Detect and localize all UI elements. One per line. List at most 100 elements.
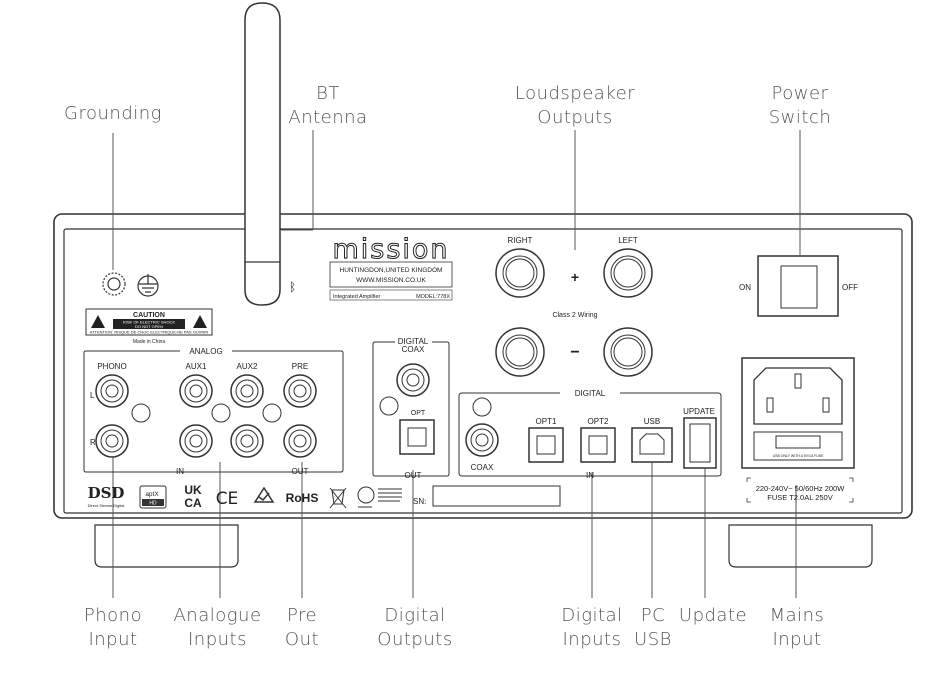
- opt1-label: OPT1: [536, 417, 557, 426]
- etl-icon: [357, 486, 402, 508]
- foot-left: [94, 524, 239, 568]
- coax-out-jack-pin: [406, 373, 420, 387]
- coax-in-jack-pin: [475, 433, 489, 447]
- dsd-sub: Direct Stream Digital: [88, 503, 125, 508]
- address-line1: HUNTINGDON,UNITED KINGDOM: [340, 267, 443, 274]
- digital-out-label: OUT: [405, 471, 422, 480]
- made-in-text: Made in China: [133, 339, 165, 345]
- bluetooth-icon: ᛒ: [289, 280, 296, 294]
- grounding-terminal: [102, 272, 159, 297]
- pre-l-jack-pin: [293, 384, 307, 398]
- caution-line2: DO NOT OPEN: [135, 324, 163, 329]
- left-label: LEFT: [618, 236, 638, 245]
- phono-l-jack-pin: [105, 384, 119, 398]
- analog-section: [83, 350, 344, 473]
- caution-fr: ATTENTION: RISQUE DE CHOC ELECTRIQUE-NE …: [90, 330, 209, 335]
- weee-bin-icon: [329, 487, 347, 509]
- phono-ground-post: [131, 403, 151, 423]
- foot-right: [728, 524, 873, 568]
- aux2-l-jack-pin: [240, 384, 254, 398]
- out-label: OUT: [292, 467, 309, 476]
- ce-mark: CE: [216, 489, 239, 509]
- aux1-r-jack-pin: [189, 434, 203, 448]
- opt2-label: OPT2: [588, 417, 609, 426]
- power-switch: [757, 255, 839, 317]
- caution-line1: RISK OF ELECTRIC SHOCK: [123, 320, 176, 325]
- callout-grounding: Grounding: [64, 103, 162, 124]
- ukca-bottom: CA: [184, 496, 202, 510]
- coax-out-post: [379, 396, 399, 416]
- digital-coax-label-1: DIGITAL: [398, 337, 429, 346]
- digital-in-section: [458, 392, 722, 477]
- opt-out-label: OPT: [411, 410, 426, 417]
- chassis-inner: [63, 228, 903, 514]
- plus-sign: +: [571, 269, 579, 285]
- aptx-sub: HD: [149, 501, 157, 507]
- rohs-logo: RoHS: [286, 491, 319, 505]
- phono-r-jack-pin: [105, 434, 119, 448]
- product-text: Integrated Amplifier: [333, 294, 381, 300]
- brand-block: mission HUNTINGDON,UNITED KINGDOM WWW.MI…: [329, 234, 453, 301]
- channel-r-label: R: [90, 438, 96, 447]
- analog-label: ANALOG: [189, 347, 222, 356]
- digital-coax-label-2: COAX: [402, 345, 425, 354]
- minus-sign: −: [570, 344, 579, 361]
- phono-label: PHONO: [97, 362, 126, 371]
- right-label: RIGHT: [508, 236, 533, 245]
- channel-l-label: L: [90, 391, 95, 400]
- digital-in-ports: [528, 417, 717, 469]
- pre-r-jack-pin: [293, 434, 307, 448]
- rating-line1: 220-240V~ 50/60Hz 200W: [756, 484, 846, 493]
- ukca-top: UK: [184, 483, 202, 497]
- aux2-label: AUX2: [237, 362, 258, 371]
- aux-spacer-post: [211, 403, 231, 423]
- off-label: OFF: [842, 283, 858, 292]
- pre-spacer-post: [262, 403, 282, 423]
- rating-line2: FUSE T2.0AL 250V: [767, 493, 832, 502]
- sn-label: SN:: [413, 497, 426, 506]
- brand-logo: mission: [332, 234, 449, 265]
- address-line2: WWW.MISSION.CO.UK: [356, 277, 426, 284]
- aux1-label: AUX1: [186, 362, 207, 371]
- callout-update: Update: [678, 605, 748, 626]
- bt-antenna: [244, 2, 281, 306]
- rca-jacks: [95, 363, 499, 458]
- digital-in-in-label: IN: [586, 471, 594, 480]
- on-label: ON: [739, 283, 751, 292]
- update-label: UPDATE: [683, 407, 715, 416]
- usb-only-text: USB ONLY WITH A 5V/1A FUSE: [773, 454, 824, 458]
- in-label: IN: [176, 467, 184, 476]
- right-positive-terminal-cap: [505, 258, 535, 288]
- digital-in-label: DIGITAL: [575, 389, 606, 398]
- aptx-text: aptX: [145, 491, 159, 498]
- coax-in-post: [472, 397, 492, 417]
- serial-number-plate: [432, 485, 561, 507]
- dsd-logo: DSD: [88, 484, 125, 502]
- left-negative-terminal-cap: [613, 337, 643, 367]
- rcm-icon: [253, 486, 275, 503]
- pre-label: PRE: [292, 362, 308, 371]
- mains-inlet: [741, 357, 855, 469]
- left-positive-terminal-cap: [613, 258, 643, 288]
- caution-label: CAUTION RISK OF ELECTRIC SHOCK DO NOT OP…: [85, 308, 213, 336]
- usb-label: USB: [644, 417, 660, 426]
- optical-out-port: [399, 419, 435, 455]
- model-text: MODEL:778X: [416, 294, 450, 300]
- coax-in-label: COAX: [471, 463, 494, 472]
- leader-lines: [112, 130, 801, 598]
- caution-title: CAUTION: [133, 312, 165, 319]
- right-negative-terminal-cap: [505, 337, 535, 367]
- speaker-terminals: [495, 248, 653, 377]
- digital-out-section: [372, 341, 450, 477]
- aux2-r-jack-pin: [240, 434, 254, 448]
